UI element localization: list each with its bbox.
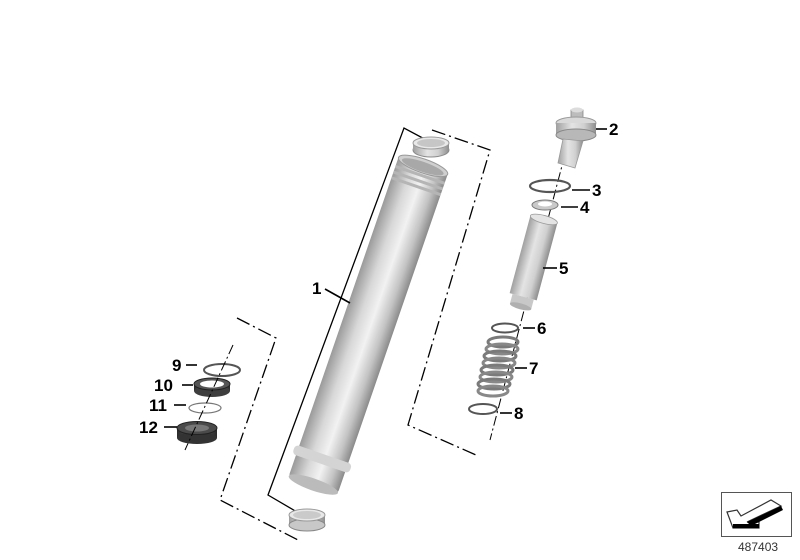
callout-5[interactable]: 5 [559, 259, 568, 278]
callout-12[interactable]: 12 [139, 418, 158, 437]
callout-7[interactable]: 7 [529, 359, 538, 378]
navigate-back-arrow-icon [721, 492, 792, 537]
seal-group-bracket [219, 317, 299, 541]
callout-9[interactable]: 9 [172, 356, 181, 375]
seal-axis [184, 344, 234, 451]
ring-part-9[interactable] [203, 363, 241, 377]
spring-part[interactable] [476, 335, 520, 398]
bottom-bushing[interactable] [288, 508, 326, 532]
washer-part[interactable] [531, 199, 559, 211]
leader-lines [164, 128, 607, 428]
dust-seal-part[interactable] [176, 421, 218, 445]
ring-part-8[interactable] [468, 403, 498, 415]
callout-8[interactable]: 8 [514, 404, 523, 423]
circlip-part[interactable] [188, 402, 222, 414]
top-bushing[interactable] [412, 136, 450, 158]
callout-2[interactable]: 2 [609, 120, 618, 139]
shaft-seal-part[interactable] [193, 377, 231, 397]
callout-3[interactable]: 3 [592, 181, 601, 200]
navigate-back-button[interactable] [721, 492, 792, 537]
diagram-id: 487403 [738, 540, 779, 554]
callout-11[interactable]: 11 [149, 396, 167, 415]
damper-valve-part[interactable] [555, 107, 597, 169]
callout-labels: 1 2 3 4 5 6 7 8 9 10 11 12 [139, 120, 618, 437]
fork-tube-part[interactable] [283, 149, 454, 499]
tube-bracket-solid [267, 127, 433, 513]
spacer-tube-part[interactable] [506, 212, 558, 313]
o-ring-part[interactable] [528, 178, 572, 194]
callout-1[interactable]: 1 [312, 279, 321, 298]
callout-4[interactable]: 4 [580, 198, 590, 217]
ring-part-6[interactable] [491, 322, 519, 334]
callout-10[interactable]: 10 [154, 376, 173, 395]
tube-bracket-dashed [407, 129, 491, 456]
callout-6[interactable]: 6 [537, 319, 546, 338]
